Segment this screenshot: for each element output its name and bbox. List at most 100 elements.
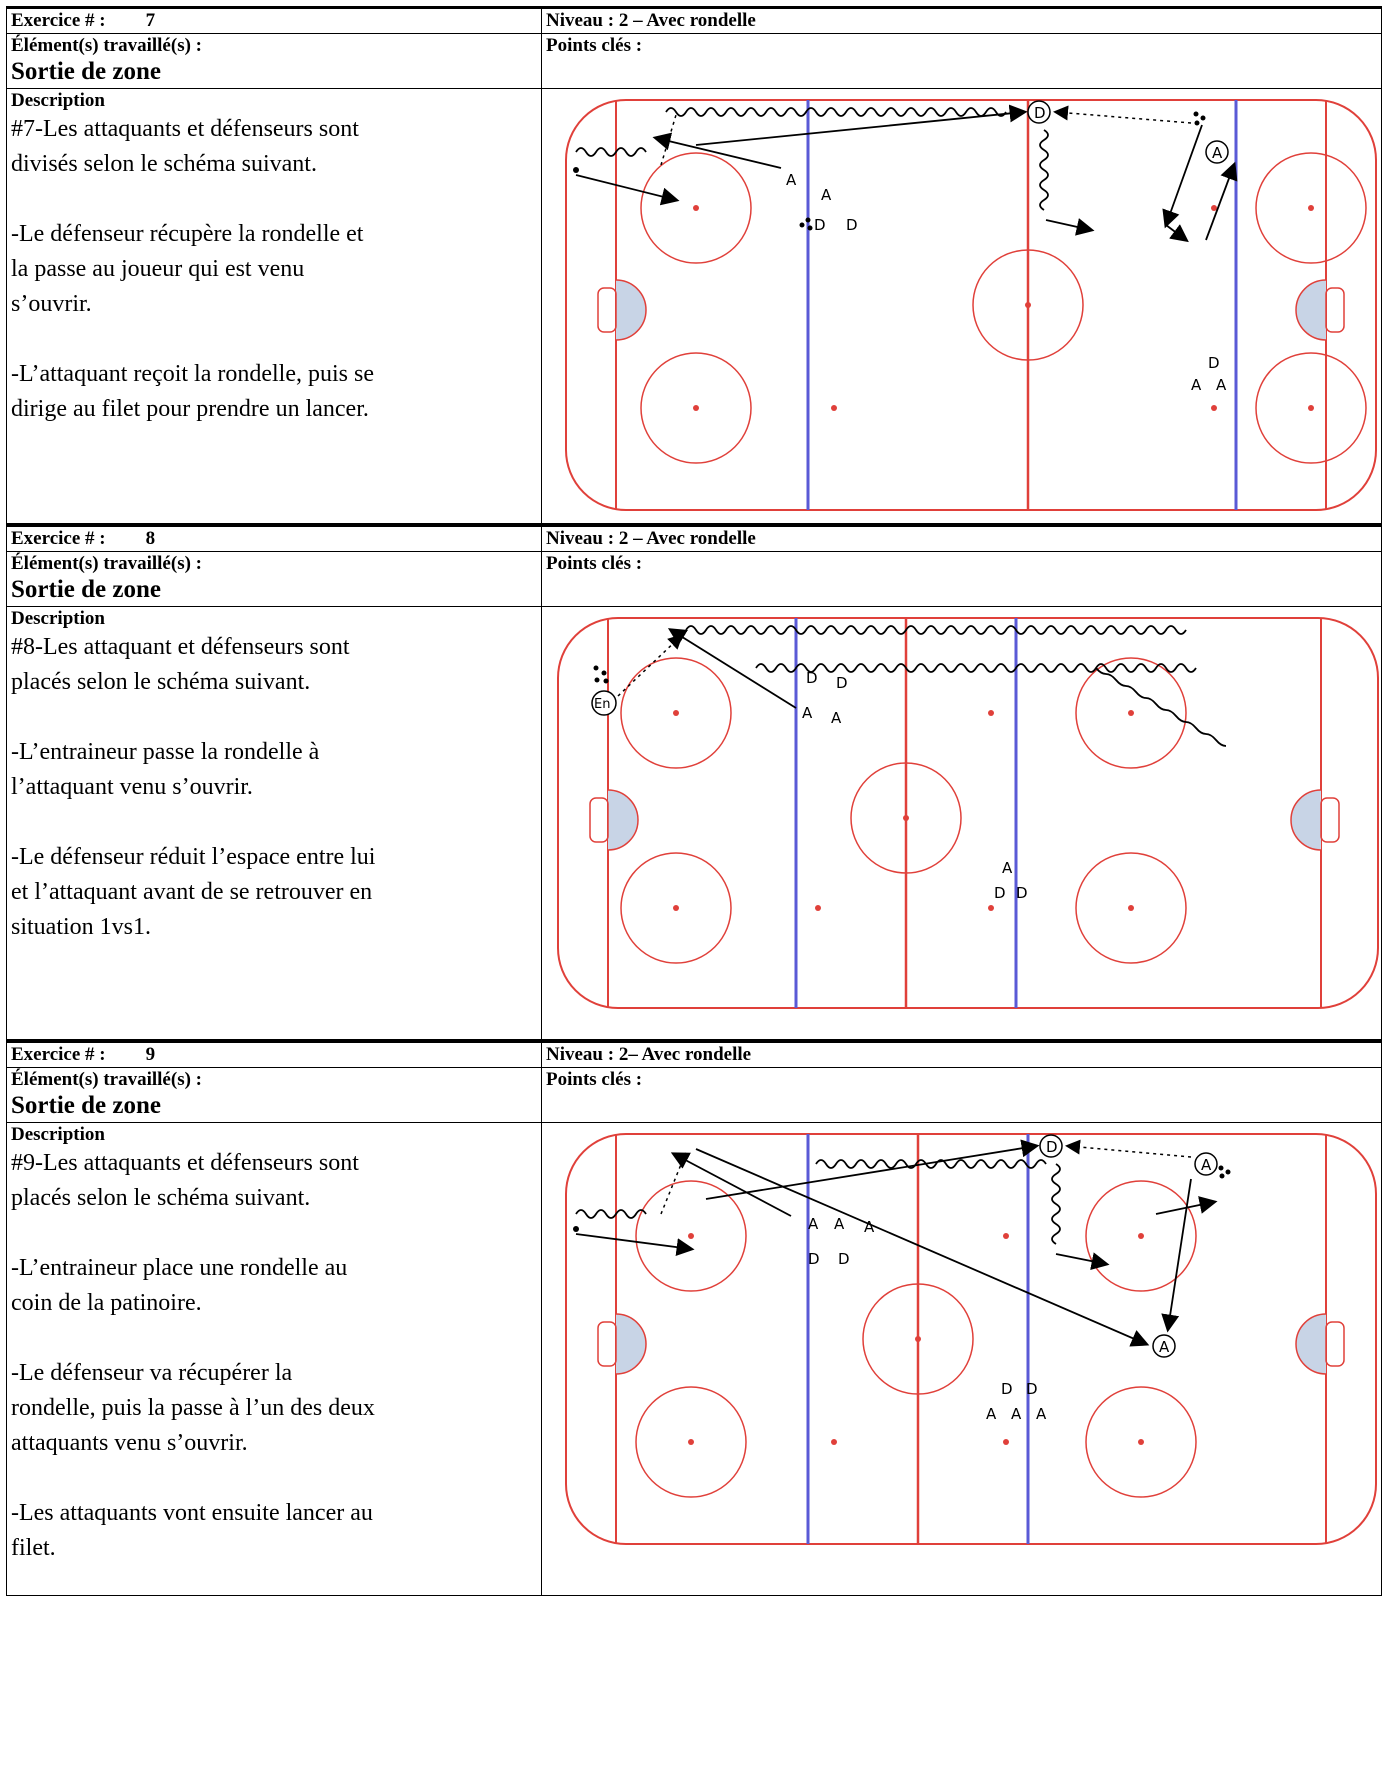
description-line: -L’attaquant reçoit la rondelle, puis se — [11, 361, 374, 387]
elements-cell: Élément(s) travaillé(s) : Sortie de zone — [6, 1067, 542, 1123]
description-line: #8-Les attaquant et défenseurs sont — [11, 634, 350, 660]
element-value: Sortie de zone — [11, 576, 161, 603]
drill-passes — [660, 1139, 1192, 1215]
description-row: Description #7-Les attaquants et défense… — [6, 88, 1382, 524]
player-marker: D — [838, 1250, 850, 1268]
diagram-cell: D D A A A D D En — [541, 606, 1382, 1040]
description-line: -Le défenseur réduit l’espace entre lui — [11, 844, 376, 870]
player-marker: A — [1036, 1405, 1047, 1423]
exercise-number: 9 — [145, 1044, 156, 1065]
diagram-cell: A A A D D D D A A A D A — [541, 1122, 1382, 1596]
player-marker: A — [786, 171, 797, 189]
pucks — [593, 665, 609, 684]
description-line: et l’attaquant avant de se retrouver en — [11, 879, 373, 905]
pucks — [573, 1165, 1231, 1232]
level-cell: Niveau : 2– Avec rondelle — [541, 1040, 1382, 1068]
level-cell: Niveau : 2 – Avec rondelle — [541, 6, 1382, 34]
player-marker: D — [1001, 1380, 1013, 1398]
player-positions: A A A D D D D A A A D A — [808, 1134, 1218, 1423]
exercise-label: Exercice # : — [11, 1044, 106, 1065]
elements-label: Élément(s) travaillé(s) : — [11, 1069, 202, 1090]
description-line: la passe au joueur qui est venu — [11, 256, 305, 282]
player-marker: A — [1212, 144, 1223, 162]
player-marker: A — [864, 1218, 875, 1236]
exercise-table-7: Exercice # : 7 Niveau : 2 – Avec rondelle… — [6, 6, 1382, 524]
header-row: Exercice # : 7 Niveau : 2 – Avec rondelle — [6, 6, 1382, 34]
description-line: divisés selon le schéma suivant. — [11, 151, 317, 177]
diagram-cell: A A D D D A A D A — [541, 88, 1382, 524]
description-row: Description #9-Les attaquants et défense… — [6, 1122, 1382, 1596]
rink-outline — [557, 617, 1379, 1009]
element-value: Sortie de zone — [11, 58, 161, 85]
exercise-label: Exercice # : — [11, 528, 106, 549]
exercise-label: Exercice # : — [11, 10, 106, 31]
elements-cell: Élément(s) travaillé(s) : Sortie de zone — [6, 551, 542, 607]
elements-label: Élément(s) travaillé(s) : — [11, 35, 202, 56]
player-marker: D — [814, 216, 826, 234]
description-line: #7-Les attaquants et défenseurs sont — [11, 116, 359, 142]
rink-outline — [565, 99, 1377, 511]
player-marker: A — [821, 186, 832, 204]
elements-cell: Élément(s) travaillé(s) : Sortie de zone — [6, 33, 542, 89]
description-line: filet. — [11, 1535, 56, 1561]
description-line: #9-Les attaquants et défenseurs sont — [11, 1150, 359, 1176]
exercise-number: 7 — [145, 10, 156, 31]
player-marker: A — [986, 1405, 997, 1423]
drill-passes — [660, 105, 1192, 166]
key-points-cell: Points clés : — [541, 33, 1382, 89]
exercise-number-cell: Exercice # : 9 — [6, 1040, 542, 1068]
elements-row: Élément(s) travaillé(s) : Sortie de zone… — [6, 551, 1382, 607]
description-line: attaquants venu s’ouvrir. — [11, 1430, 248, 1456]
description-label: Description — [11, 608, 105, 629]
exercise-table-9: Exercice # :9 Niveau : 2– Avec rondelle … — [6, 1040, 1382, 1596]
rink-diagram-8: D D A A A D D En — [557, 617, 1379, 1009]
player-marker: D — [836, 674, 848, 692]
player-positions: A A D D D A A D A — [786, 100, 1229, 394]
player-marker: D — [806, 669, 818, 687]
exercise-number: 8 — [145, 528, 156, 549]
description-line: situation 1vs1. — [11, 914, 152, 940]
exercise-number-cell: Exercice # : 7 — [6, 6, 542, 34]
rink-diagram-7: A A D D D A A D A — [565, 99, 1377, 511]
player-positions: D D A A A D D En — [591, 669, 1028, 902]
player-marker: A — [1216, 376, 1227, 394]
elements-row: Élément(s) travaillé(s) : Sortie de zone… — [6, 1067, 1382, 1123]
player-marker: A — [834, 1215, 845, 1233]
header-row: Exercice # : 9 Niveau : 2– Avec rondelle — [6, 1040, 1382, 1068]
description-line: -Les attaquants vont ensuite lancer au — [11, 1500, 373, 1526]
player-marker: D — [1046, 1138, 1058, 1156]
element-value: Sortie de zone — [11, 1092, 161, 1119]
player-marker: D — [1034, 104, 1046, 122]
description-row: Description #8-Les attaquant et défenseu… — [6, 606, 1382, 1040]
player-marker: D — [846, 216, 858, 234]
exercise-table-8: Exercice # :8 Niveau : 2 – Avec rondelle… — [6, 524, 1382, 1040]
player-marker: D — [808, 1250, 820, 1268]
player-marker: A — [802, 704, 813, 722]
header-row: Exercice # :8 Niveau : 2 – Avec rondelle — [6, 524, 1382, 552]
description-line: l’attaquant venu s’ouvrir. — [11, 774, 253, 800]
description-cell: Description #7-Les attaquants et défense… — [6, 88, 542, 524]
key-points-cell: Points clés : — [541, 1067, 1382, 1123]
player-marker: D — [994, 884, 1006, 902]
description-line: -L’entraineur place une rondelle au — [11, 1255, 348, 1281]
description-label: Description — [11, 90, 105, 111]
description-line: coin de la patinoire. — [11, 1290, 202, 1316]
description-line: rondelle, puis la passe à l’un des deux — [11, 1395, 375, 1421]
coach-marker: En — [594, 697, 610, 712]
player-marker: A — [808, 1215, 819, 1233]
player-marker: D — [1026, 1380, 1038, 1398]
drill-passes — [617, 633, 684, 697]
exercise-sheet: Exercice # : 7 Niveau : 2 – Avec rondelle… — [6, 6, 1382, 1596]
description-line: s’ouvrir. — [11, 291, 92, 317]
description-line: placés selon le schéma suivant. — [11, 669, 311, 695]
player-marker: D — [1208, 354, 1220, 372]
description-line: -L’entraineur passe la rondelle à — [11, 739, 320, 765]
drill-paths — [667, 625, 1227, 747]
description-line: -Le défenseur récupère la rondelle et — [11, 221, 364, 247]
description-cell: Description #8-Les attaquant et défenseu… — [6, 606, 542, 1040]
rink-diagram-9: A A A D D D D A A A D A — [565, 1133, 1377, 1545]
player-marker: A — [831, 709, 842, 727]
player-marker: A — [1159, 1338, 1170, 1356]
elements-label: Élément(s) travaillé(s) : — [11, 553, 202, 574]
player-marker: A — [1191, 376, 1202, 394]
